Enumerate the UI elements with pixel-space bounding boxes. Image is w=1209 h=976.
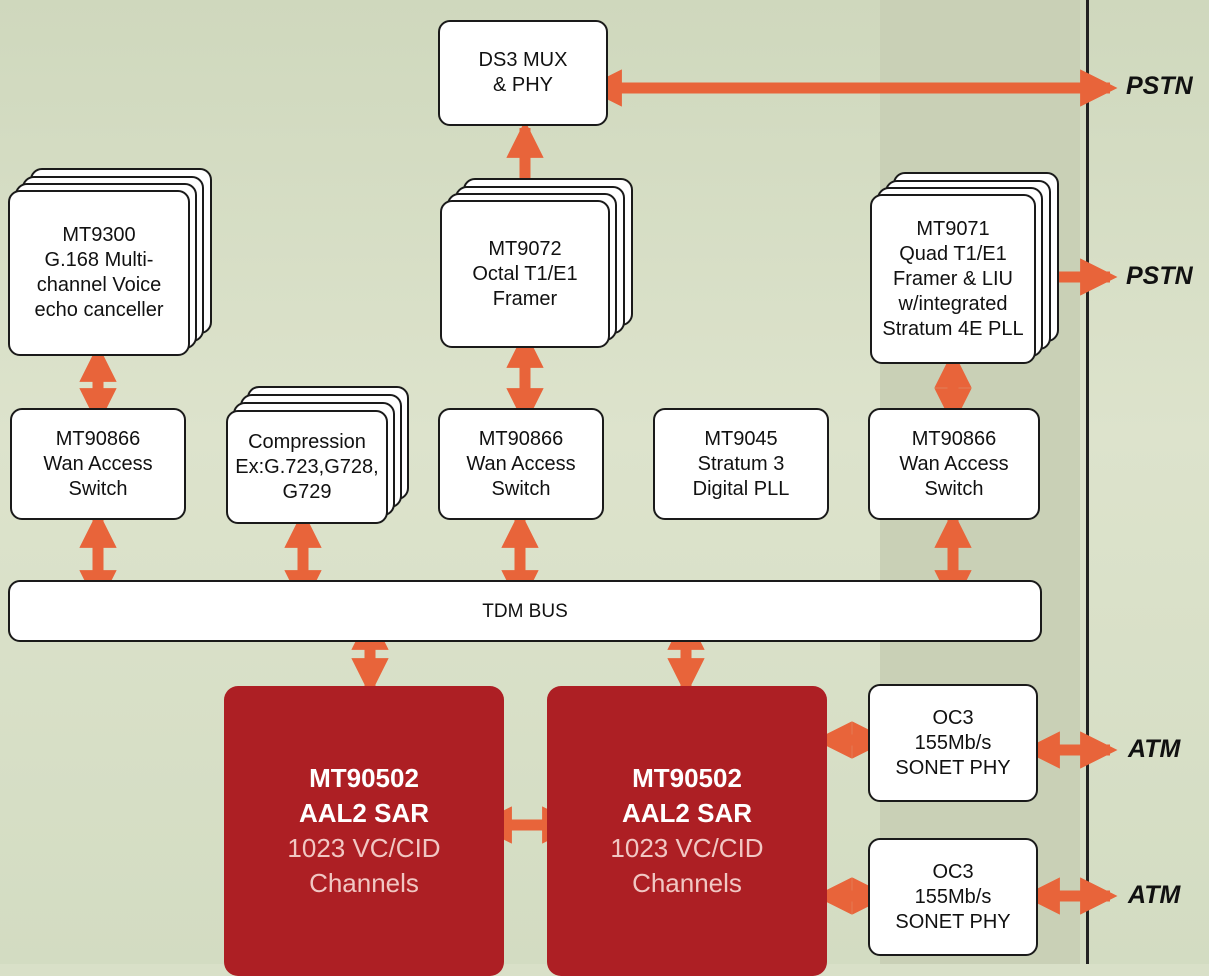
wan2-line1: MT90866 [478,427,564,450]
wan2-line3: Switch [491,477,551,500]
wan3-line2: Wan Access [899,452,1009,475]
wan-access-switch-block-2: MT90866 Wan Access Switch [438,408,604,520]
mt9300-line2: G.168 Multi- [44,249,154,271]
sar2-line3: 1023 VC/CID [610,833,764,863]
mt9072-line2: Octal T1/E1 [472,262,578,285]
mt9072-framer-block: MT9072 Octal T1/E1 Framer [440,200,610,348]
aal2-sar-block-2: MT90502 AAL2 SAR 1023 VC/CID Channels [547,686,827,976]
network-boundary-line [1086,0,1089,964]
wan1-line3: Switch [68,477,128,500]
compression-block: Compression Ex:G.723,G728, G729 [226,410,388,524]
atm-label-1: ATM [1128,735,1181,763]
pstn-label-2: PSTN [1126,262,1193,290]
atm-label-2: ATM [1128,881,1181,909]
sar2-line4: Channels [632,868,742,898]
mt9071-framer-liu-block: MT9071 Quad T1/E1 Framer & LIU w/integra… [870,194,1036,364]
wan3-line1: MT90866 [911,427,997,450]
ds3-line1: DS3 MUX [478,49,568,71]
oc3a-line1: OC3 [932,706,974,729]
mt9300-line3: channel Voice [36,274,162,296]
sar2-line2: AAL2 SAR [621,798,752,828]
sar1-line4: Channels [309,868,419,898]
compression-line3: G729 [282,480,332,503]
wan-access-switch-block-1: MT90866 Wan Access Switch [10,408,186,520]
mt9071-line1: MT9071 [916,217,990,240]
oc3b-line1: OC3 [932,860,974,883]
mt9045-digital-pll-block: MT9045 Stratum 3 Digital PLL [653,408,829,520]
mt9071-line4: w/integrated [898,292,1008,315]
mt9045-line3: Digital PLL [692,477,790,500]
oc3a-line2: 155Mb/s [914,731,992,754]
mt9071-line2: Quad T1/E1 [899,242,1007,265]
mt9045-line1: MT9045 [704,427,778,450]
compression-line1: Compression [248,430,366,453]
mt9045-line2: Stratum 3 [697,452,785,475]
sar2-line1: MT90502 [632,763,742,793]
compression-line2: Ex:G.723,G728, [235,455,379,478]
mt9300-line1: MT9300 [62,224,136,246]
pstn-label-1: PSTN [1126,72,1193,100]
wan1-line2: Wan Access [43,452,153,475]
wan1-line1: MT90866 [55,427,141,450]
sar1-line3: 1023 VC/CID [287,833,441,863]
sar1-line2: AAL2 SAR [298,798,429,828]
mt9072-line3: Framer [492,287,558,310]
sar1-line1: MT90502 [309,763,419,793]
oc3a-line3: SONET PHY [895,756,1011,779]
oc3-sonet-phy-block-2: OC3 155Mb/s SONET PHY [868,838,1038,956]
oc3b-line2: 155Mb/s [914,885,992,908]
mt9300-echo-canceller-block: MT9300 G.168 Multi- channel Voice echo c… [8,190,190,356]
oc3-sonet-phy-block-1: OC3 155Mb/s SONET PHY [868,684,1038,802]
tdm-bus: TDM BUS [8,580,1042,642]
mt9071-line5: Stratum 4E PLL [882,317,1024,340]
mt9072-line1: MT9072 [488,237,562,260]
ds3-line2: & PHY [492,74,554,96]
wan-access-switch-block-3: MT90866 Wan Access Switch [868,408,1040,520]
mt9071-line3: Framer & LIU [892,267,1014,290]
mt9300-line4: echo canceller [34,299,164,321]
aal2-sar-block-1: MT90502 AAL2 SAR 1023 VC/CID Channels [224,686,504,976]
oc3b-line3: SONET PHY [895,910,1011,933]
ds3-mux-phy-block: DS3 MUX & PHY [438,20,608,126]
tdm-bus-label: TDM BUS [482,600,568,622]
wan2-line2: Wan Access [466,452,576,475]
wan3-line3: Switch [924,477,984,500]
